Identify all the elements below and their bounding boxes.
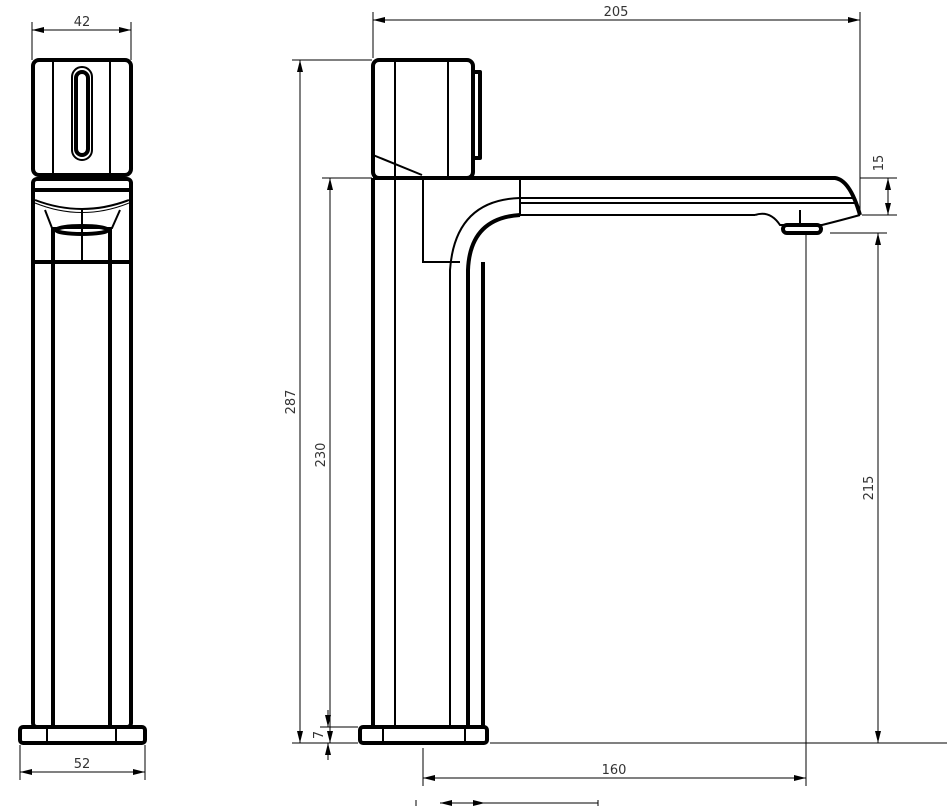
dimension-labels: 42 52 205 287 230 215 15 7 160 [74,5,887,778]
spout [373,176,862,216]
handle-slot [71,66,93,161]
dim-215: 215 [862,476,877,501]
dim-230: 230 [314,443,329,468]
dim-160: 160 [602,763,627,778]
dim-287: 287 [284,390,299,415]
side-view [358,58,862,745]
front-handle [31,58,133,177]
dim-52: 52 [74,757,91,772]
dimension-lines [19,12,947,806]
front-view [18,58,147,745]
dim-7: 7 [312,731,327,739]
side-base [358,725,489,745]
dim-15: 15 [872,155,887,172]
front-base [18,725,147,745]
side-aerator [781,223,823,235]
dim-42: 42 [74,15,91,30]
dim-205: 205 [604,5,629,20]
